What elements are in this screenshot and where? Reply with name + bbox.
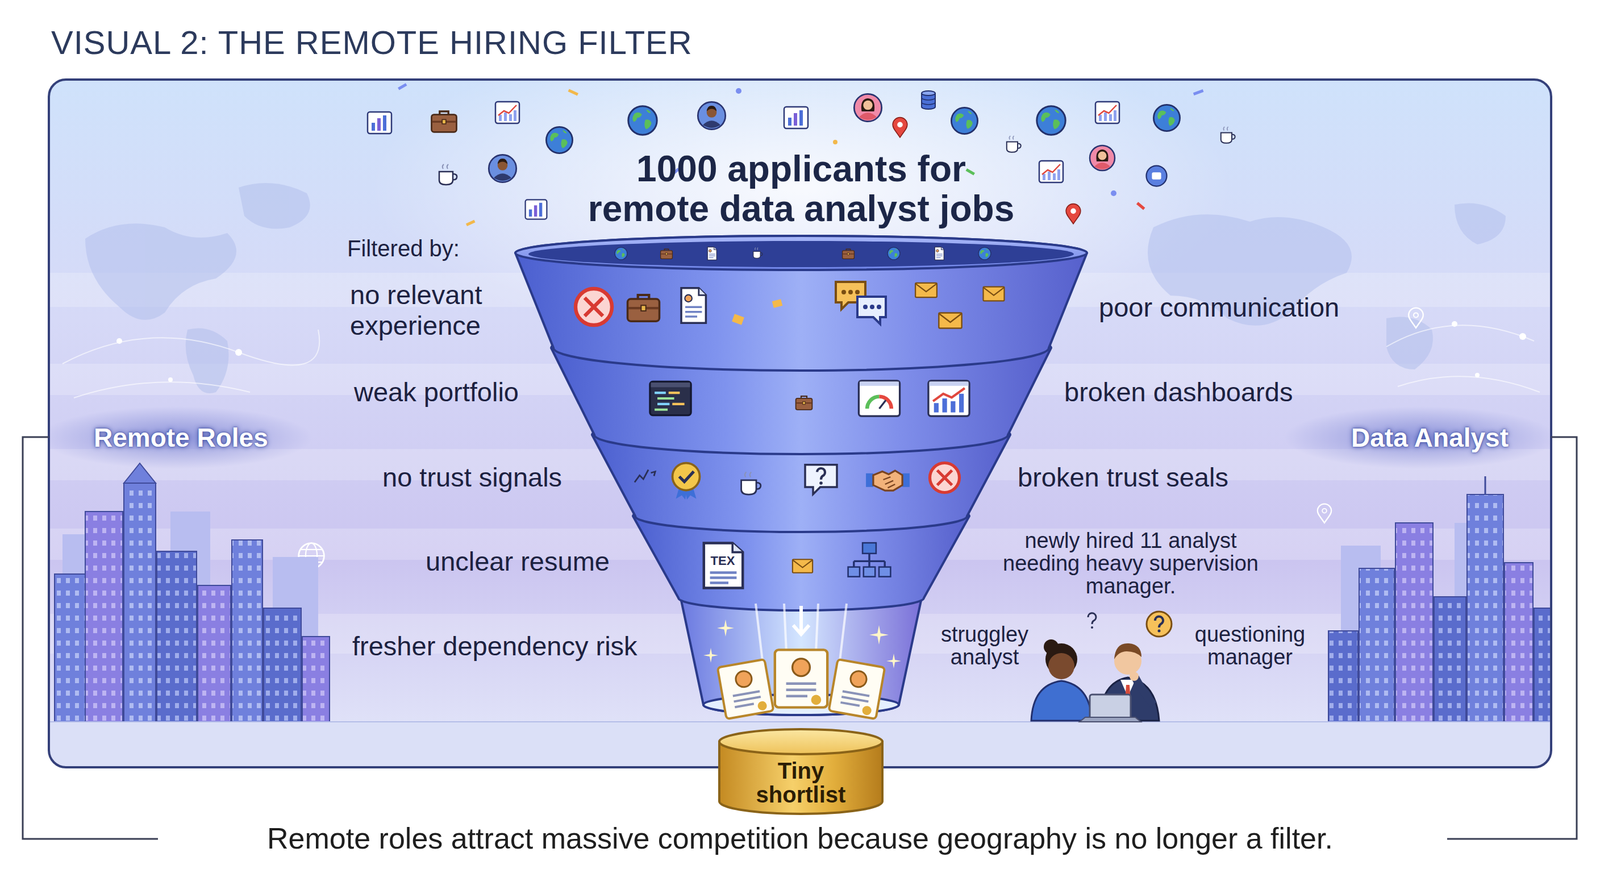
pedestal-top [719, 728, 883, 754]
label-glow [48, 406, 313, 469]
network-dots [116, 338, 123, 344]
filter-reason: poor communication [1098, 292, 1340, 323]
applicant-icon-spray [1136, 201, 1145, 210]
shortlist-pedestal: Tiny shortlist [713, 727, 889, 816]
applicant-icon-spray [546, 126, 573, 153]
people-illustration [1089, 694, 1131, 720]
city-skyline-left [123, 463, 156, 483]
people-illustration [1090, 626, 1094, 629]
filter-reason: unclear resume [425, 546, 610, 577]
people-illustration [1079, 717, 1141, 722]
network-dots [168, 377, 173, 382]
ground-line [48, 721, 1552, 723]
people-illustration [1043, 639, 1059, 654]
applicant-icon-spray [488, 154, 516, 182]
filter-reason: broken trust seals [1017, 461, 1229, 493]
applicant-icon-spray [525, 199, 548, 219]
applicant-icon-spray [1146, 165, 1168, 187]
network-dots [1451, 321, 1458, 327]
panel-outline [48, 79, 1552, 768]
people-illustration [1031, 680, 1093, 721]
people-illustration [1048, 652, 1075, 679]
applicant-icon-spray [1193, 89, 1204, 96]
applicant-icon-spray [735, 88, 742, 94]
applicant-icon-spray [853, 93, 882, 122]
figure-label: struggley analyst [927, 623, 1042, 669]
node-text-group: Tiny shortlist [735, 758, 867, 807]
applicant-icon-spray [1153, 104, 1180, 131]
applicant-icon-spray [465, 219, 476, 227]
diagram-title: VISUAL 2: THE REMOTE HIRING FILTER [51, 23, 693, 62]
diagram-caption: Remote roles attract massive competition… [257, 820, 1343, 856]
figure-label: questioning manager [1181, 623, 1319, 669]
applicant-icon-spray [568, 88, 579, 96]
node-text: 1000 applicants for remote data analyst … [579, 148, 1023, 229]
applicant-icon-spray [1006, 135, 1022, 153]
filter-reason: broken dashboards [1064, 376, 1293, 408]
applicant-icon-spray [1065, 203, 1081, 224]
applicant-icon-spray [397, 82, 407, 90]
people-illustration [1146, 611, 1172, 637]
applicant-icon-spray [1089, 145, 1115, 171]
applicant-icon-spray [1039, 160, 1064, 183]
applicant-icon-spray [431, 111, 457, 132]
filter-reason: no trust signals [382, 461, 562, 493]
node-text-group: 1000 applicants for remote data analyst … [579, 148, 1023, 229]
side-heading: Data Analyst [1351, 422, 1509, 453]
network-lines [1386, 325, 1535, 347]
applicant-icon-spray [439, 164, 457, 185]
world-map [238, 182, 311, 229]
world-map [1454, 203, 1506, 245]
applicant-icon-spray [367, 111, 392, 134]
people-illustration [1135, 677, 1154, 705]
filter-reason: newly hired 11 analyst needing heavy sup… [991, 529, 1270, 598]
applicant-icon-spray [965, 168, 975, 175]
network-lines [73, 381, 250, 398]
people-illustration [1088, 613, 1097, 624]
applicant-icon-spray [1036, 106, 1066, 135]
people-illustration [1157, 629, 1161, 633]
applicant-icon-spray [921, 90, 936, 110]
location-pin-icon [1408, 307, 1424, 328]
location-pin-icon [1317, 503, 1332, 523]
applicant-icon-spray [628, 106, 657, 135]
label-glow [1284, 406, 1552, 469]
applicant-icon-spray [892, 117, 908, 138]
applicant-icon-spray [1221, 126, 1236, 144]
city-skyline-right [1484, 476, 1487, 495]
applicant-icon-spray [1095, 101, 1120, 124]
applicant-icon-spray [951, 107, 978, 134]
network-dots [235, 348, 243, 356]
applicant-icon-spray [1110, 190, 1117, 197]
side-heading: Remote Roles [93, 422, 269, 453]
applicant-icon-spray [784, 106, 808, 129]
document-label: TEX [710, 553, 736, 568]
people-illustration [1114, 643, 1142, 660]
applicant-icon-spray [832, 139, 838, 145]
people-illustration [1155, 616, 1164, 628]
network-dots [1519, 332, 1527, 340]
applicant-icon-spray [697, 101, 725, 129]
filter-reason: fresher dependency risk [352, 630, 638, 662]
network-dots [1475, 372, 1480, 378]
world-map [185, 328, 229, 394]
filter-heading: Filtered by: [347, 235, 460, 262]
world-map [85, 223, 237, 320]
network-lines [62, 329, 320, 366]
people-illustration [1031, 611, 1172, 722]
network-lines [1397, 376, 1540, 393]
filter-reason: no relevant experience [350, 279, 501, 341]
node-text: Tiny shortlist [735, 758, 867, 807]
panel-scene [48, 79, 1552, 768]
applicant-icon-spray [495, 101, 520, 124]
people-illustration [1129, 671, 1139, 681]
filter-reason: weak portfolio [353, 376, 519, 408]
